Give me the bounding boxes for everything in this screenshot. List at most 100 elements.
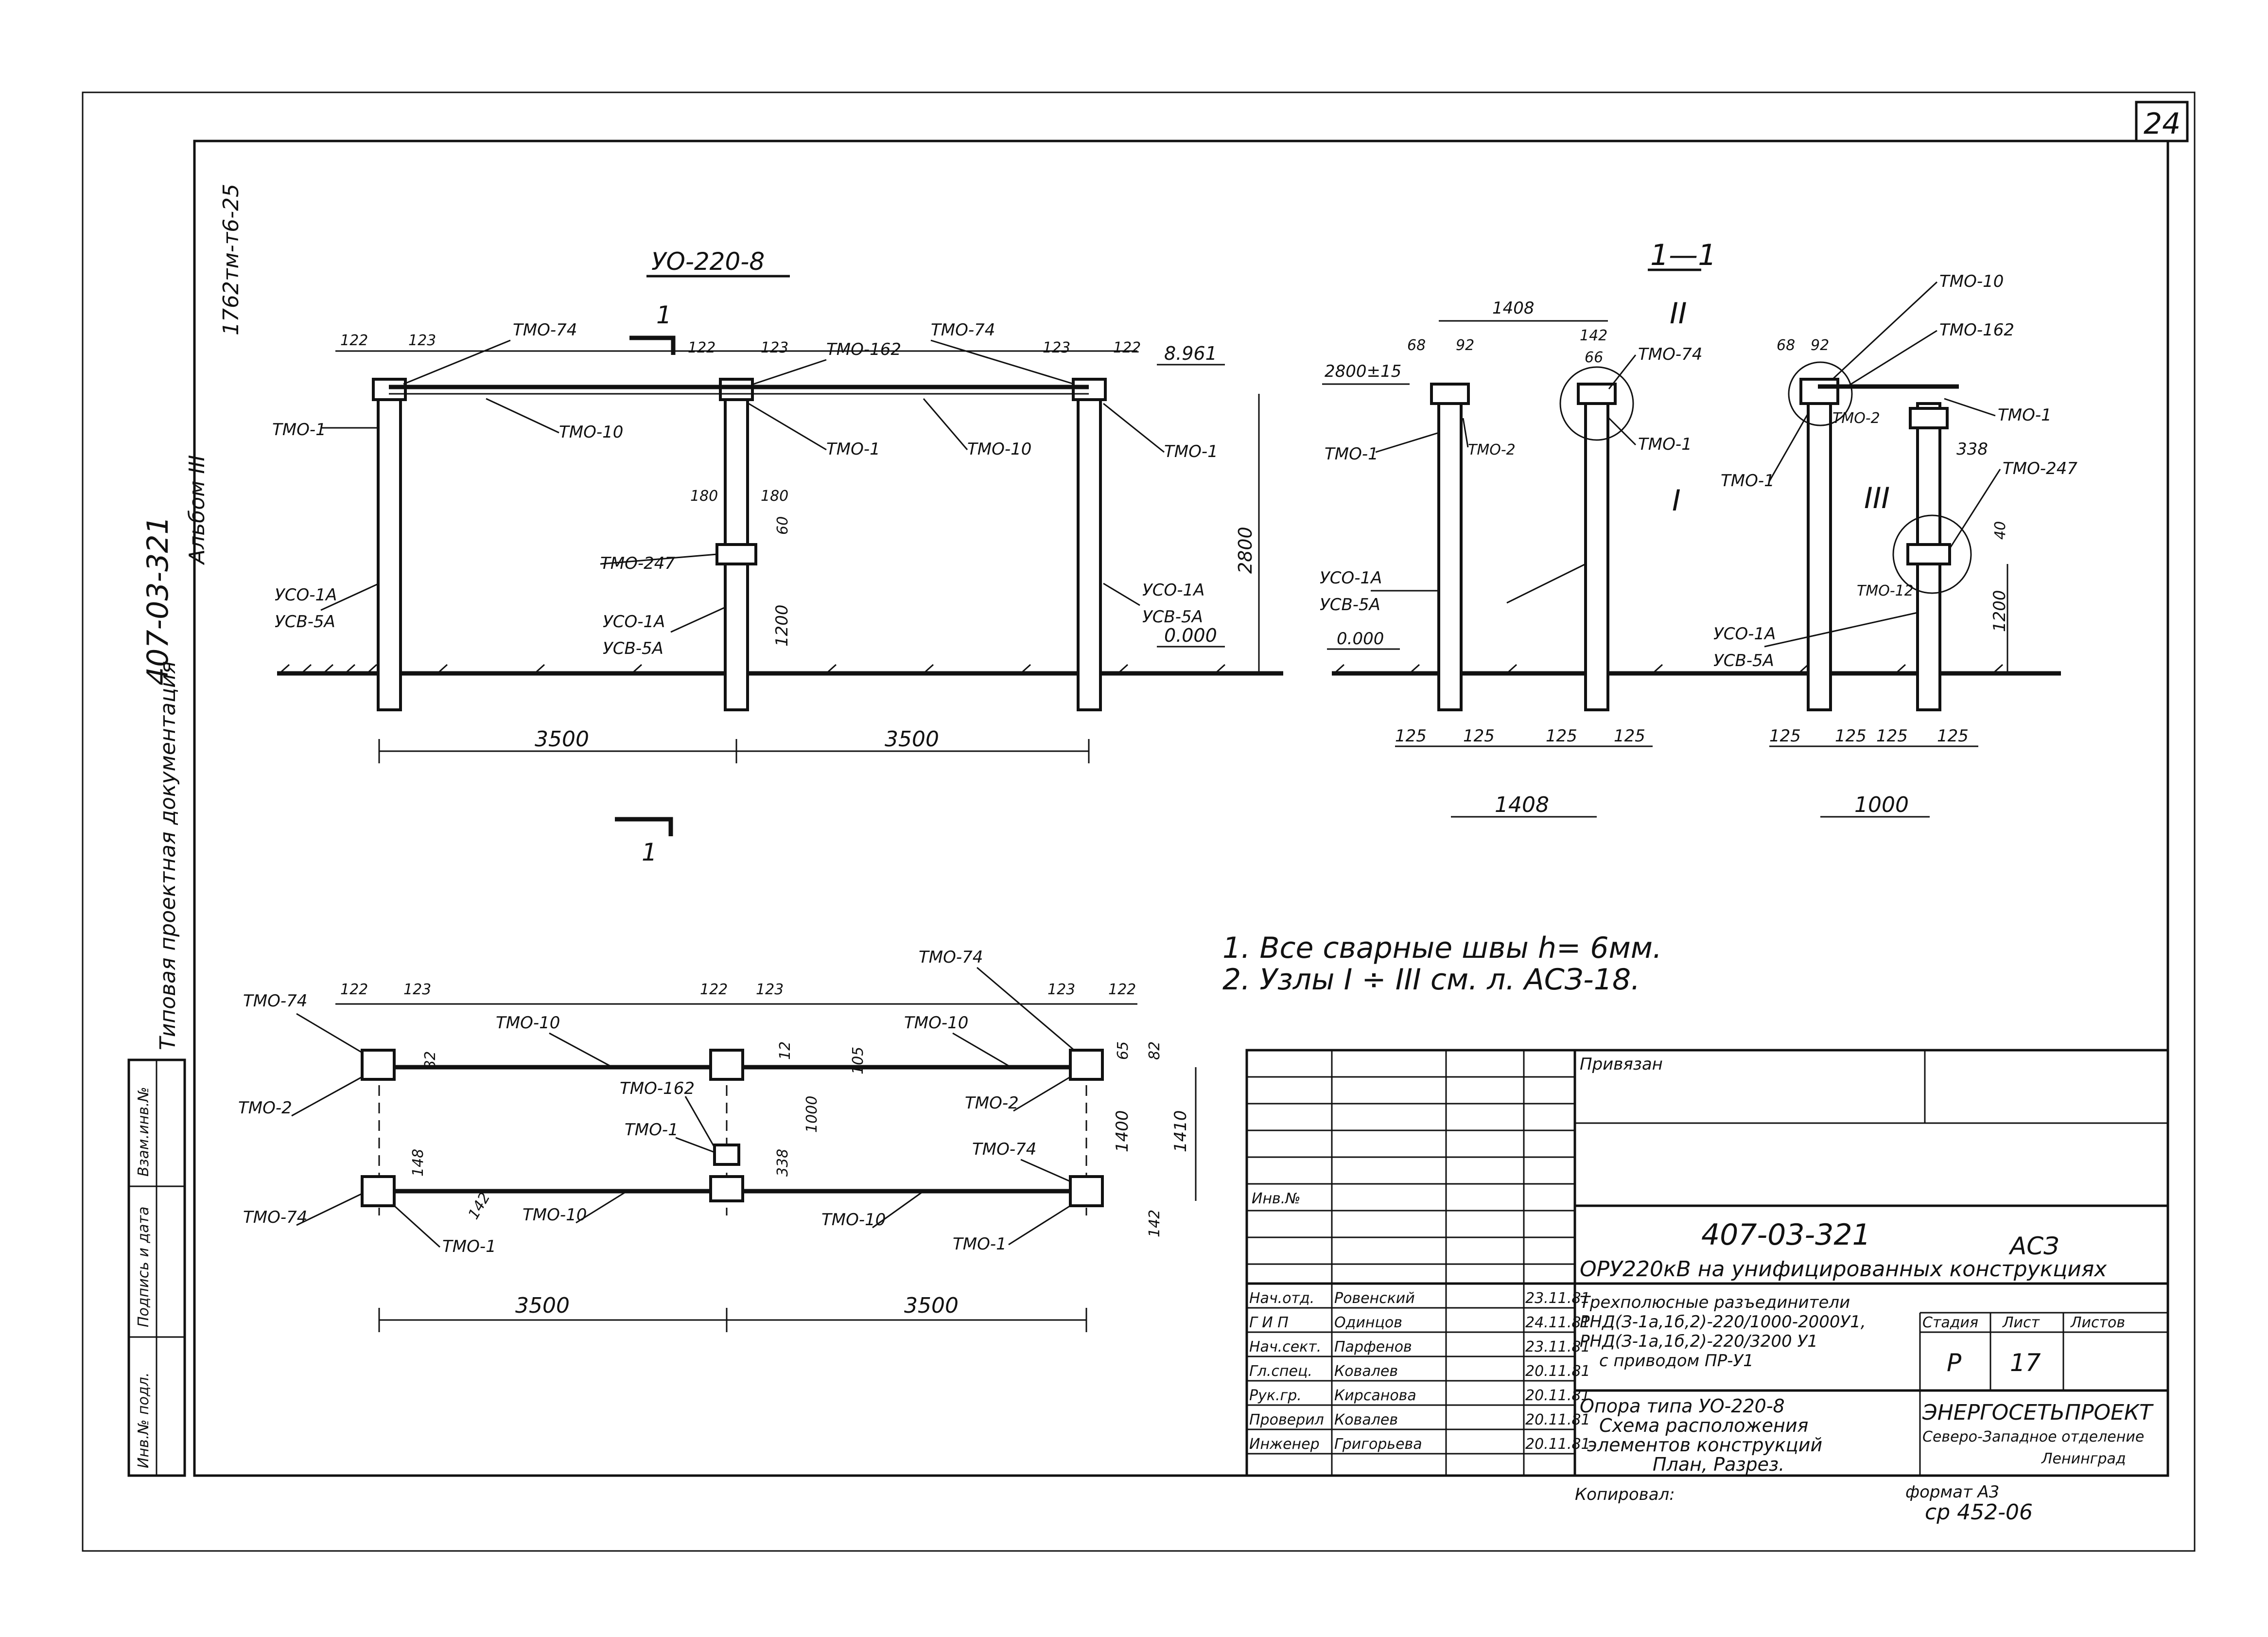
lbl-tmo162: ТМО-162 [826,340,901,359]
sec11-dim-338: 338 [1956,440,1988,459]
tb-sheets-header: Листов [2070,1314,2125,1331]
sec11-bl-1: 125 [1463,726,1495,746]
front-dim-180a: 180 [690,488,718,505]
tb-name-6: Григорьева [1334,1436,1422,1453]
copied-by: Копировал: [1575,1485,1675,1504]
plan-lbl-tmo10-t2: ТМО-10 [904,1013,968,1033]
sec11-lbl-uso-l2: УСВ-5А [1320,595,1380,615]
tb-inv-no: Инв.№ [1252,1190,1300,1207]
plan-dim-1410: 1410 [1171,1110,1190,1152]
tb-role-6: Инженер [1249,1436,1320,1453]
tb-project: ОРУ220кВ на унифицированных конструкциях [1580,1257,2107,1282]
plan-dim-338: 338 [774,1149,791,1177]
doc-subtitle: Типовая проектная документация [156,661,180,1050]
tb-name-3: Ковалев [1334,1363,1398,1380]
front-title: УО-220-8 [651,247,765,276]
album-code: 1762тм-т6-25 [219,184,244,335]
sec11-elev-zero: 0.000 [1337,629,1384,649]
plan-dim-1000: 1000 [803,1096,820,1133]
detail-II-circle [1788,361,1853,426]
outer-frame [82,91,2196,1552]
front-dim-60: 60 [774,516,791,535]
sec11-lbl-tmo1d: ТМО-1 [1721,471,1775,491]
ref-label: ср 452-06 [1925,1500,2033,1525]
plan-lbl-tmo2-l: ТМО-2 [238,1098,292,1118]
mark-II: II [1670,297,1687,331]
note-1: 1. Все сварные швы h= 6мм. [1222,931,1662,965]
plan-dim-5: 122 [1108,981,1136,998]
lbl-tmo10-right: ТМО-10 [967,440,1031,459]
tb-date-6: 20.11.81 [1525,1436,1590,1453]
plan-lbl-tmo74-tr: ТМО-74 [919,948,983,967]
sec11-lbl-tmo12: ТМО-12 [1857,582,1914,599]
tb-sheet-title-1: Схема расположения [1599,1415,1808,1436]
plan-dim-1: 123 [403,981,431,998]
mark-III: III [1864,481,1890,515]
plan-lbl-tmo1-br: ТМО-1 [953,1234,1007,1254]
front-span-right: 3500 [885,727,939,752]
sec11-lbl-uso-r2: УСВ-5А [1713,651,1774,670]
lbl-tmo74-right: ТМО-74 [931,320,995,340]
front-dim-4: 123 [1043,339,1070,356]
sec11-lbl-tmo162: ТМО-162 [1939,320,2014,340]
sheet-number-box [2135,101,2189,142]
tb-desc-1: РНД(З-1а,1б,2)-220/1000-2000У1, [1580,1312,1866,1332]
sec11-lbl-uso-l1: УСО-1А [1320,568,1382,588]
front-section-mark-top: 1 [656,301,672,329]
format-label: формат А3 [1905,1482,1999,1502]
tb-privyazan: Привязан [1580,1055,1663,1074]
front-height: 2800 [1235,527,1256,574]
front-section-mark-bottom: 1 [642,838,657,866]
front-elev-top: 8.961 [1164,343,1217,364]
section-1-1: 1—1 II I III 1408 68 92 142 66 68 92 280… [1320,238,2077,818]
sec11-lbl-tmo247: ТМО-247 [2003,459,2077,478]
sec11-dim-1200: 1200 [1990,590,2009,632]
plan-dim-3: 123 [756,981,784,998]
sec11-dim-142: 142 [1580,327,1607,344]
lbl-uso-r2: УСВ-5А [1142,607,1203,627]
plan-lbl-tmo10-b1: ТМО-10 [523,1205,587,1225]
detail-I-circle [1559,366,1634,441]
plan-lbl-tmo74-tl: ТМО-74 [243,991,307,1011]
front-dim-2: 122 [688,339,715,356]
title-block: Привязан Инв.№ 407-03-321 АСЗ ОРУ220кВ н… [1245,1049,2169,1477]
plan-dim-65: 65 [1115,1041,1132,1060]
plan-lbl-tmo10-t1: ТМО-10 [496,1013,560,1033]
tb-mark: АСЗ [2008,1232,2059,1260]
front-dim-0: 122 [340,332,368,349]
tb-date-4: 20.11.81 [1525,1387,1590,1404]
tb-stage: Р [1947,1349,1962,1377]
front-dim-1200: 1200 [772,604,792,647]
mark-I: I [1672,484,1681,518]
lbl-tmo10-left: ТМО-10 [559,422,623,442]
plan-span-left: 3500 [515,1293,570,1318]
sec11-lbl-tmo10: ТМО-10 [1939,272,2004,291]
sec11-lbl-tmo2b: ТМО-2 [1832,410,1880,427]
sec11-lbl-tmo1a: ТМО-1 [1325,444,1378,464]
sec11-br-3: 125 [1937,726,1969,746]
tb-sheet-val: 17 [2010,1349,2041,1377]
strip-cell-1: Взам.инв.№ [135,1087,152,1177]
tb-name-0: Ровенский [1334,1290,1415,1307]
sec11-lbl-uso-r1: УСО-1А [1713,624,1776,644]
sec11-base-right: 1000 [1854,792,1909,817]
tb-name-2: Парфенов [1334,1338,1412,1355]
sheet-number: 24 [2144,107,2181,141]
tb-sheet-title-3: План, Разрез. [1653,1454,1784,1475]
tb-date-2: 23.11.81 [1525,1338,1590,1355]
sec11-bl-0: 125 [1395,726,1427,746]
sec11-lbl-tmo1b: ТМО-1 [1638,435,1692,454]
sec11-lbl-tmo2a: ТМО-2 [1468,441,1516,458]
front-dim-5: 122 [1113,339,1141,356]
tb-sheet-title-2: элементов конструкций [1587,1434,1822,1456]
sec11-dim-92b: 92 [1811,337,1829,354]
tb-sheet-title-0: Опора типа УО-220-8 [1580,1395,1785,1417]
sec11-br-0: 125 [1769,726,1801,746]
plan-dim-82a: 82 [422,1051,439,1070]
detail-III-circle [1892,514,1972,594]
front-dim-3: 123 [761,339,788,356]
front-dim-180b: 180 [761,488,788,505]
plan-lbl-tmo10-b2: ТМО-10 [821,1210,886,1230]
plan-lbl-tmo1-c: ТМО-1 [625,1120,679,1140]
